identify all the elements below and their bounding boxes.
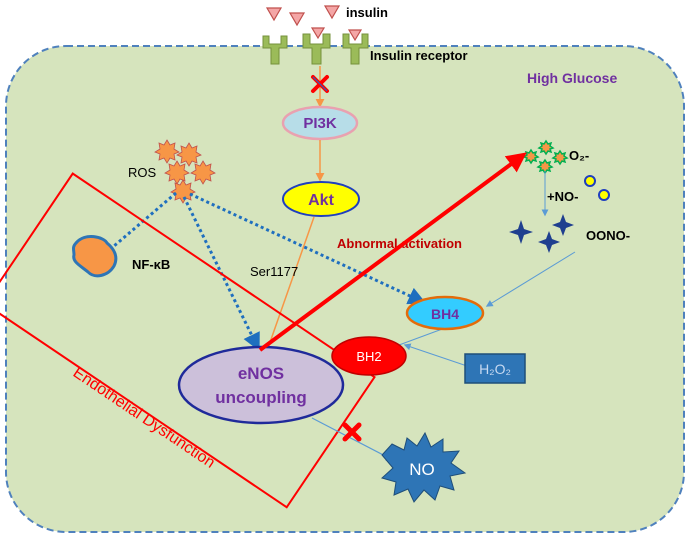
cross-mark-icon xyxy=(342,422,362,442)
akt-node: Akt xyxy=(282,181,360,217)
abnormal-activation-label: Abnormal activation xyxy=(337,236,462,251)
pi3k-node: PI3K xyxy=(281,105,359,141)
enos-label-line1: eNOS xyxy=(238,364,284,383)
bh4-label: BH4 xyxy=(431,306,459,322)
no-radical-label: +NO- xyxy=(547,189,578,204)
enos-to-o2-red-arrow xyxy=(258,152,527,352)
sparkle-star-icon xyxy=(509,214,574,253)
no-label: NO xyxy=(409,460,435,479)
bh4-to-bh2-arrow xyxy=(398,327,446,346)
insulin-triangle-icon xyxy=(265,5,363,42)
akt-label: Akt xyxy=(308,192,334,209)
insulin-receptor-label: Insulin receptor xyxy=(370,48,468,63)
ros-star-icon xyxy=(154,139,216,204)
receptor-icon xyxy=(262,33,369,65)
no-burst-icon: NO xyxy=(380,431,467,503)
endothelial-dysfunction-box xyxy=(0,172,376,509)
bh2-label: BH2 xyxy=(356,349,381,364)
bh4-node: BH4 xyxy=(405,295,485,331)
nfkb-label: NF-κB xyxy=(132,257,170,272)
no-circle-icon xyxy=(584,175,610,201)
oono-label: OONO- xyxy=(586,228,630,243)
ros-to-nfkb-arrow xyxy=(97,191,177,261)
oono-to-bh4-arrow xyxy=(485,251,576,307)
enos-label-line2: uncoupling xyxy=(215,388,307,407)
insulin-label: insulin xyxy=(346,5,388,20)
bh2-node: BH2 xyxy=(331,336,407,376)
cross-mark-icon xyxy=(311,75,329,93)
high-glucose-label: High Glucose xyxy=(527,70,617,86)
o2-star-icon xyxy=(522,139,569,175)
h2o2-node: H₂O₂ xyxy=(464,353,526,384)
enos-to-no-arrow xyxy=(311,417,395,461)
ros-to-bh4-arrow xyxy=(189,192,427,305)
o2-label: O₂- xyxy=(569,148,589,163)
akt-to-enos-line xyxy=(267,216,315,349)
nfkb-blob-icon xyxy=(72,235,118,278)
h2o2-to-bh2-arrow xyxy=(403,343,471,368)
enos-node: eNOS uncoupling xyxy=(177,345,345,425)
h2o2-label: H₂O₂ xyxy=(479,361,511,377)
ros-label: ROS xyxy=(128,165,157,180)
pi3k-label: PI3K xyxy=(303,115,337,132)
ser1177-label: Ser1177 xyxy=(250,264,298,279)
